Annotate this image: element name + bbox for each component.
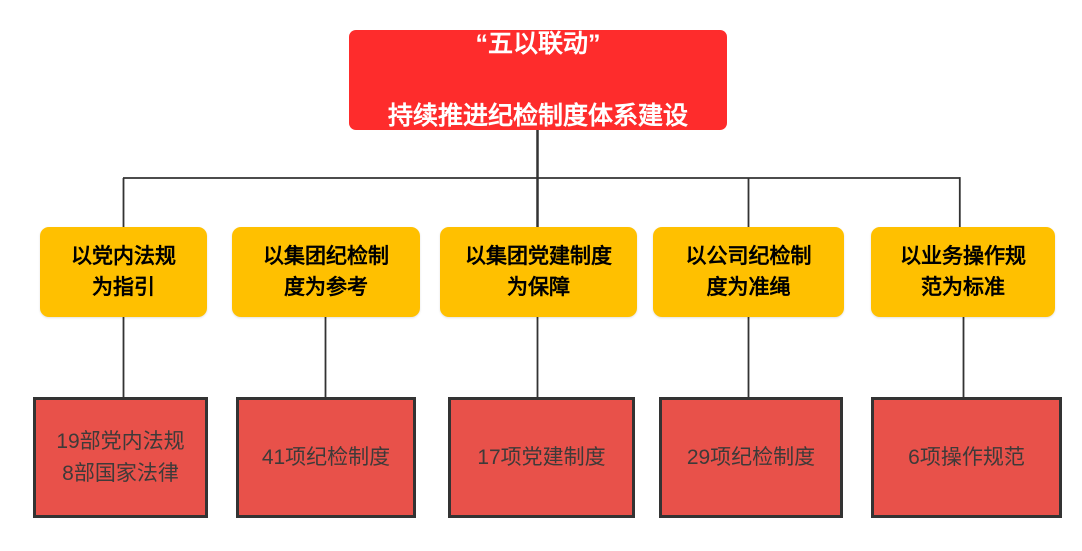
result-node-discipline-systems-count: 41项纪检制度 [236,397,416,518]
root-title-line1: “五以联动” [475,29,601,58]
result-node-company-discipline-systems-count: 29项纪检制度 [659,397,843,518]
root-node: “五以联动” 持续推进纪检制度体系建设 [349,30,727,130]
result-node-operation-standards-count: 6项操作规范 [871,397,1062,518]
branch-node-party-regulations: 以党内法规 为指引 [40,227,207,317]
branch-node-business-operation-standards: 以业务操作规 范为标准 [871,227,1055,317]
branch-node-group-discipline-system: 以集团纪检制 度为参考 [232,227,420,317]
branch-node-group-party-building-system: 以集团党建制度 为保障 [440,227,637,317]
root-node-title: “五以联动” 持续推进纪检制度体系建设 [388,0,688,171]
result-node-party-regulations-count: 19部党内法规 8部国家法律 [33,397,208,518]
root-title-line2: 持续推进纪检制度体系建设 [387,102,688,131]
result-node-party-building-systems-count: 17项党建制度 [448,397,635,518]
branch-node-company-discipline-system: 以公司纪检制 度为准绳 [653,227,844,317]
